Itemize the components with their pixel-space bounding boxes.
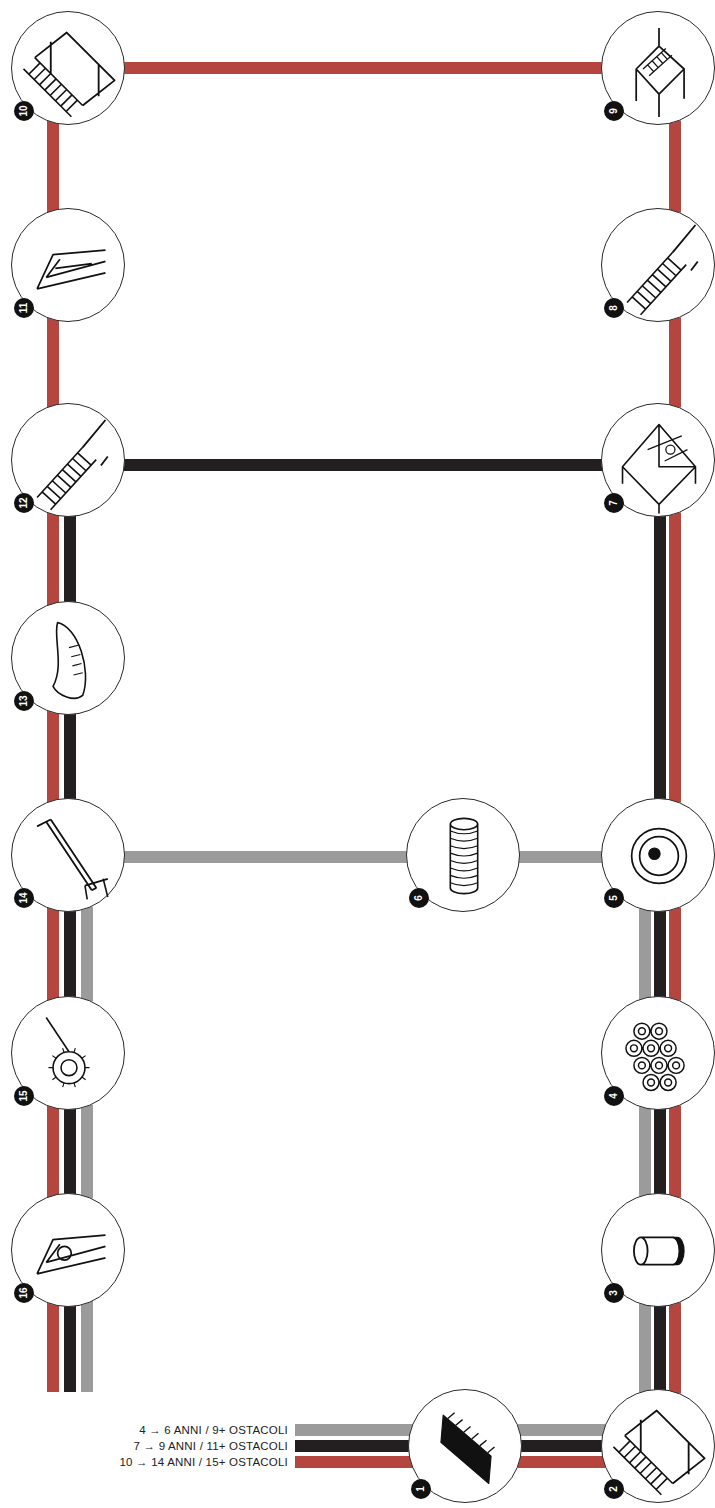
illustration-stroke [53,623,86,699]
track-line [47,513,59,605]
callout-number: 12 [14,493,34,513]
track-line [123,459,603,471]
track-line [81,907,93,1002]
track-tail [81,1290,93,1392]
illustration-stroke [634,1237,680,1264]
station-circle: 4 [601,996,715,1110]
illustration-stroke [648,436,688,461]
callout-number: 1 [411,1479,431,1499]
station-circle: 1 [408,1389,522,1503]
callout-number: 3 [604,1283,624,1303]
station-circle: 5 [601,798,715,912]
callout-number: 2 [604,1479,624,1499]
track-line [669,120,681,212]
station-circle: 7 [601,403,715,517]
station-circle: 16 [11,1193,125,1307]
illustration-stroke [85,879,108,900]
track-line [639,1106,651,1196]
track-line [64,515,76,603]
track-line [47,908,59,1000]
station-circle: 6 [406,798,520,912]
callout-number: 9 [604,101,624,121]
track-line [654,1108,666,1195]
illustration-stroke [69,645,83,675]
legend-label: 7 → 9 ANNI / 11+ OSTACOLI [134,1440,288,1452]
illustration-stroke [673,225,698,271]
station-circle: 3 [601,1193,715,1307]
callout-number: 8 [604,298,624,318]
illustration-stroke [673,1237,684,1264]
track-line [47,121,59,212]
illustration-stroke [37,250,105,289]
track-line [639,1303,651,1392]
illustration-stroke [441,1415,491,1483]
track-line [669,907,681,1000]
illustration-stroke [450,831,477,886]
track-line [518,1424,606,1436]
illustration-stroke [48,1048,89,1087]
track-line [669,512,681,802]
track-line [64,910,76,998]
track-line [669,1302,681,1393]
illustration-stroke [35,33,115,106]
track-line [654,910,666,998]
station-circle: 14 [11,798,125,912]
track-line [654,515,666,800]
callout-number: 6 [409,888,429,908]
track-line [639,908,651,999]
illustration-stroke [623,425,696,514]
illustration-stroke [46,1018,85,1084]
track-line [47,711,59,802]
illustration-stroke [448,1413,495,1453]
station-circle: 9 [601,11,715,125]
station-circle: 10 [11,11,125,125]
station-circle: 15 [11,996,125,1110]
illustration-stroke [83,420,108,466]
station-circle: 12 [11,403,125,517]
callout-number: 7 [604,493,624,513]
callout-number: 14 [14,888,34,908]
track-line [123,851,408,863]
station-circle: 13 [11,601,125,715]
illustration-stroke [643,48,672,75]
track-line [518,1456,606,1468]
station-circle: 11 [11,208,125,322]
illustration-stroke [37,820,108,891]
callout-number: 13 [14,691,34,711]
illustration-stroke [632,829,687,884]
track-line [123,62,603,74]
track-line [81,1105,93,1199]
illustration-stroke [625,1411,705,1484]
track-line [669,317,681,407]
station-circle: 8 [601,208,715,322]
callout-number: 10 [14,101,34,121]
callout-number: 15 [14,1086,34,1106]
legend-label: 10 → 14 ANNI / 15+ OSTACOLI [120,1456,289,1468]
station-circle: 2 [601,1389,715,1503]
illustration-stroke [649,848,660,859]
legend-label: 4 → 6 ANNI / 9+ OSTACOLI [139,1424,288,1436]
callout-number: 4 [604,1086,624,1106]
track-line [520,1440,603,1452]
track-line [64,1108,76,1195]
illustration-stroke [450,818,477,893]
track-line [669,1105,681,1197]
illustration-stroke [636,28,684,117]
illustration-stroke [37,447,96,509]
track-line [64,713,76,800]
track-line [47,1106,59,1197]
track-line [518,851,603,863]
callout-number: 16 [14,1283,34,1303]
illustration-stroke [627,252,686,314]
illustration-stroke [37,1235,105,1274]
illustration-stroke [626,1023,684,1090]
callout-number: 11 [14,298,34,318]
track-line [47,318,59,407]
callout-number: 5 [604,888,624,908]
track-line [654,1305,666,1391]
